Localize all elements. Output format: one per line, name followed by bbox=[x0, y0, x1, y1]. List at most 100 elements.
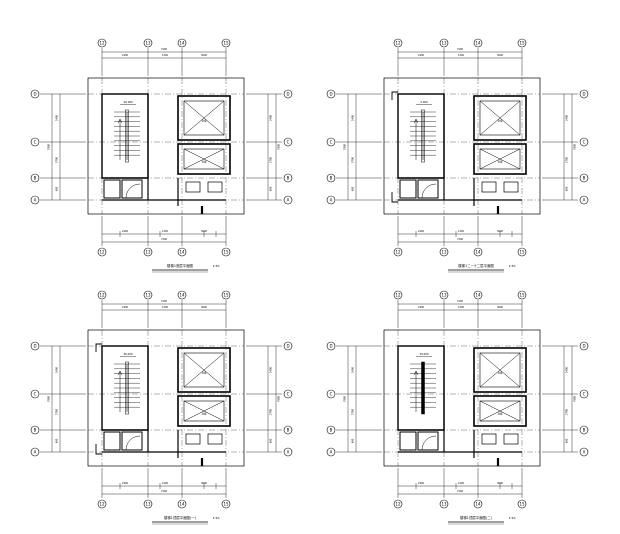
axis-bubble-left-circle bbox=[30, 173, 40, 183]
dim-bottom-segment: 2400 bbox=[418, 482, 425, 485]
dim-right-segment: 2700 bbox=[566, 156, 569, 163]
plan-boundary bbox=[87, 329, 245, 467]
axis-bubble-bottom-circle bbox=[143, 499, 153, 509]
axis-bubble-right-circle bbox=[579, 173, 589, 183]
dim-top-segment: 2400 bbox=[122, 54, 129, 57]
dim-left-segment: 600 bbox=[352, 438, 355, 443]
axis-bubble-bottom-circle bbox=[143, 247, 153, 257]
dim-right-segment: 2400 bbox=[566, 114, 569, 121]
axis-bubble-left-circle bbox=[326, 173, 336, 183]
fixture-box bbox=[185, 181, 201, 193]
plan-scale: 1:50 bbox=[213, 264, 220, 268]
dim-top-segment: 3600 bbox=[497, 54, 504, 57]
axis-bubble-top-circle bbox=[177, 38, 187, 48]
dim-top-segment: 2400 bbox=[418, 306, 425, 309]
dim-right-segment: 2700 bbox=[270, 156, 273, 163]
axis-bubble-right: C bbox=[583, 139, 586, 144]
axis-bubble-top-circle bbox=[439, 38, 449, 48]
dim-right-segment: 2400 bbox=[270, 366, 273, 373]
dim-left-segment: 2400 bbox=[56, 366, 59, 373]
axis-bubble-left-circle bbox=[30, 195, 40, 205]
small-room bbox=[417, 431, 439, 451]
fixture-box bbox=[481, 433, 497, 445]
axis-bubble-left-circle bbox=[326, 89, 336, 99]
elevator-label: 电梯 bbox=[202, 160, 207, 164]
axis-bubble-left-circle bbox=[326, 195, 336, 205]
axis-bubble-top-circle bbox=[221, 290, 231, 300]
axis-bubble-bottom: 14 bbox=[475, 249, 481, 254]
elevator-car bbox=[183, 400, 225, 422]
axis-bubble-left: B bbox=[330, 175, 333, 180]
dim-left-total: 7800 bbox=[48, 395, 51, 402]
axis-bubble-bottom-circle bbox=[177, 499, 187, 509]
level-mark: 3.000 bbox=[420, 100, 428, 104]
elevator-shaft-wall bbox=[177, 143, 231, 175]
dim-bottom-segment: 3600 bbox=[201, 230, 208, 233]
axis-bubble-right-circle bbox=[283, 89, 293, 99]
door-swing bbox=[125, 435, 141, 451]
elevator-label: 电梯 bbox=[202, 371, 207, 375]
dim-bottom-segment: 1200 bbox=[162, 482, 169, 485]
axis-bubble-right: B bbox=[287, 175, 290, 180]
axis-bubble-left: D bbox=[33, 343, 36, 348]
stair-center-wall bbox=[125, 109, 129, 163]
axis-bubble-bottom: 12 bbox=[99, 249, 105, 254]
axis-bubble-left-circle bbox=[30, 389, 40, 399]
dim-bottom-total: 7200 bbox=[457, 238, 464, 241]
axis-bubble-right-circle bbox=[579, 425, 589, 435]
axis-bubble-top-circle bbox=[97, 290, 107, 300]
axis-bubble-right: C bbox=[287, 139, 290, 144]
plan-boundary bbox=[383, 329, 541, 467]
axis-bubble-right: D bbox=[286, 91, 289, 96]
plan-title: 楼梯1底层平面图 bbox=[167, 263, 194, 268]
axis-bubble-left-circle bbox=[30, 425, 40, 435]
dim-right-segment: 600 bbox=[566, 438, 569, 443]
dim-bottom-segment: 2400 bbox=[122, 230, 129, 233]
dim-right-total: 7800 bbox=[278, 395, 281, 402]
door-swing bbox=[421, 183, 437, 199]
axis-bubble-left-circle bbox=[326, 447, 336, 457]
dim-bottom-segment: 1200 bbox=[162, 230, 169, 233]
axis-bubble-top: 13 bbox=[145, 40, 151, 45]
dim-top-segment: 3600 bbox=[201, 54, 208, 57]
axis-bubble-bottom: 14 bbox=[179, 501, 185, 506]
dim-bottom-segment: 3600 bbox=[497, 482, 504, 485]
elevator-shaft-wall bbox=[473, 143, 527, 175]
axis-bubble-bottom: 15 bbox=[519, 501, 525, 506]
axis-bubble-top: 12 bbox=[99, 292, 105, 297]
axis-bubble-right: B bbox=[583, 427, 586, 432]
shaft-room bbox=[399, 431, 417, 451]
dim-left-segment: 2700 bbox=[56, 156, 59, 163]
elevator-shaft-wall bbox=[177, 395, 231, 427]
axis-bubble-left-circle bbox=[30, 447, 40, 457]
axis-bubble-left-circle bbox=[30, 137, 40, 147]
axis-bubble-left: D bbox=[329, 343, 332, 348]
elevator-car-cross bbox=[183, 352, 225, 388]
axis-bubble-left: C bbox=[330, 391, 333, 396]
axis-bubble-top-circle bbox=[439, 290, 449, 300]
axis-bubble-right-circle bbox=[283, 341, 293, 351]
dim-left-segment: 2400 bbox=[352, 366, 355, 373]
axis-bubble-top: 15 bbox=[519, 292, 525, 297]
axis-bubble-bottom: 14 bbox=[179, 249, 185, 254]
axis-bubble-bottom-circle bbox=[473, 499, 483, 509]
dim-top-total: 7200 bbox=[161, 300, 168, 303]
axis-bubble-bottom: 13 bbox=[441, 249, 447, 254]
axis-bubble-bottom: 12 bbox=[395, 249, 401, 254]
axis-bubble-right-circle bbox=[579, 389, 589, 399]
door-swing bbox=[421, 435, 437, 451]
elevator-label: 电梯 bbox=[202, 119, 207, 123]
axis-bubble-left: B bbox=[34, 175, 37, 180]
dim-right-total: 7800 bbox=[278, 143, 281, 150]
axis-bubble-bottom: 15 bbox=[223, 249, 229, 254]
axis-bubble-bottom-circle bbox=[177, 247, 187, 257]
dim-top-total: 7200 bbox=[457, 48, 464, 51]
axis-bubble-left-circle bbox=[326, 341, 336, 351]
shaft-room bbox=[399, 179, 417, 199]
axis-bubble-right: B bbox=[287, 427, 290, 432]
axis-bubble-left: A bbox=[330, 197, 333, 202]
axis-bubble-bottom: 12 bbox=[99, 501, 105, 506]
small-room bbox=[121, 179, 143, 199]
axis-bubble-left: C bbox=[34, 391, 37, 396]
